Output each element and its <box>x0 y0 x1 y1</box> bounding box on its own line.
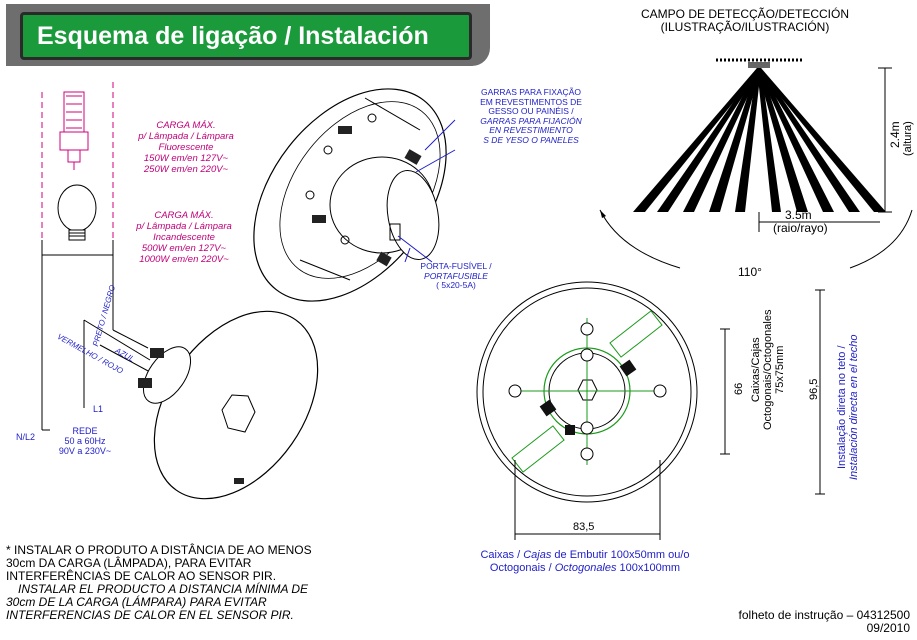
fuse-line: PORTA-FUSÍVEL / <box>420 261 492 271</box>
network-freq: 50 a 60Hz <box>64 436 106 446</box>
fuse-line: PORTAFUSIBLE <box>424 270 488 281</box>
dim-83-5: 83,5 <box>573 521 595 533</box>
detection-title-line1: CAMPO DE DETECÇÃO/DETECCIÓN <box>640 7 850 21</box>
cap-f: 100x100mm <box>616 562 681 574</box>
cap-b: Cajas <box>523 549 552 561</box>
warning-es-line1: INSTALAR EL PRODUCTO A DISTANCIA MÍNIMA … <box>18 582 309 596</box>
load-fl-line: CARGA MÁX. <box>156 120 216 131</box>
box-size-line3: 75x75mm <box>774 345 786 394</box>
fluorescent-lamp-icon <box>59 91 89 170</box>
load-inc-line: p/ Lâmpada / Lámpara <box>136 221 232 232</box>
detection-field-illustration <box>599 58 913 269</box>
box-size-line2: Octogonais/Octogonales <box>762 309 774 430</box>
dim-96-5: 96,5 <box>808 378 820 400</box>
cap-a: Caixas / <box>480 549 524 561</box>
claws-line: GARRAS PARA FIJACIÓN <box>480 115 582 126</box>
boxes-caption-line2: Octogonais / Octogonales 100x100mm <box>440 562 730 575</box>
claws-line: GARRAS PARA FIXAÇÃO <box>481 87 581 97</box>
ceiling-line2: Instalación directa en el techo <box>848 334 860 480</box>
box-size-label: Caixas/Cajas Octogonais/Octogonales 75x7… <box>750 310 786 430</box>
load-inc-line: 500W em/en 127V~ <box>141 243 227 254</box>
detection-title-line2: (ILUSTRAÇÃO/ILUSTRACIÓN) <box>660 20 830 34</box>
claws-line: GESSO OU PAINÉIS / <box>488 106 574 116</box>
boxes-caption-line1: Caixas / Cajas de Embutir 100x50mm ou/o <box>440 549 730 562</box>
network-label: REDE <box>72 426 98 436</box>
detection-angle: 110° <box>738 265 762 279</box>
fuse-line: ( 5x20-5A) <box>436 280 476 290</box>
warning-pt-line1: * INSTALAR O PRODUTO A DISTÂNCIA DE AO M… <box>6 543 312 557</box>
incandescent-bulb-icon <box>57 184 97 241</box>
claws-line: EM REVESTIMENTOS DE <box>480 96 582 107</box>
network-info: REDE 50 a 60Hz 90V a 230V~ <box>50 426 120 456</box>
footer: folheto de instrução – 04312500 09/2010 <box>660 609 910 635</box>
load-fl-line: p/ Lâmpada / Lámpara <box>138 131 234 142</box>
sensor-mounted-view <box>138 310 319 500</box>
load-fl-line: 250W em/en 220V~ <box>143 164 229 175</box>
claws-line: S DE YESO O PANELES <box>483 134 579 145</box>
load-inc-line: Incandescente <box>153 232 215 243</box>
warning-pt-line2: 30cm DA CARGA (LÂMPADA), PARA EVITAR <box>6 556 252 570</box>
sensor-top-view <box>253 88 456 302</box>
warning-es-line3: INTERFERENCIAS DE CALOR EN EL SENSOR PIR… <box>6 608 294 622</box>
l1-label: L1 <box>93 404 104 414</box>
page-title: Esquema de ligação / Instalación <box>20 12 472 60</box>
load-fl-line: 150W em/en 127V~ <box>143 153 229 164</box>
load-inc-line: CARGA MÁX. <box>154 210 214 221</box>
ceiling-line1: Instalação direta no teto / <box>836 345 848 469</box>
cap-c: de Embutir 100x50mm ou/o <box>551 549 690 561</box>
load-fl-line: Fluorescente <box>158 142 214 153</box>
footer-date: 09/2010 <box>866 621 910 635</box>
title-frame: Esquema de ligação / Instalación <box>6 4 490 66</box>
cap-e: Octogonales <box>554 562 617 574</box>
claws-note: GARRAS PARA FIXAÇÃO EM REVESTIMENTOS DE … <box>456 87 606 145</box>
ceiling-install-label: Instalação direta no teto / Instalación … <box>836 334 860 480</box>
box-size-line1: Caixas/Cajas <box>750 337 762 403</box>
dim-66: 66 <box>733 382 745 395</box>
n-l2-label: N/L2 <box>16 432 36 442</box>
load-inc-line: 1000W em/en 220V~ <box>139 254 229 265</box>
cap-d: Octogonais / <box>489 562 555 574</box>
fuse-note: PORTA-FUSÍVEL / PORTAFUSIBLE ( 5x20-5A) <box>394 261 518 291</box>
height-value: 2.4m <box>888 121 902 148</box>
height-label: (altura) <box>902 121 914 156</box>
claws-line: EN REVESTIMIENTO <box>489 125 573 135</box>
network-volt: 90V a 230V~ <box>58 446 112 456</box>
load-fluorescent: CARGA MÁX. p/ Lâmpada / Lámpara Fluoresc… <box>116 120 256 175</box>
boxes-caption: Caixas / Cajas de Embutir 100x50mm ou/o … <box>440 549 730 575</box>
detection-title: CAMPO DE DETECÇÃO/DETECCIÓN (ILUSTRAÇÃO/… <box>600 8 890 34</box>
footer-doc: folheto de instrução – 04312500 <box>738 608 910 622</box>
radius-label: (raio/rayo) <box>773 221 828 235</box>
radius-value: 3.5m <box>785 208 812 222</box>
heat-warning-note: * INSTALAR O PRODUTO A DISTÂNCIA DE AO M… <box>6 544 406 622</box>
warning-pt-line3: INTERFERÊNCIAS DE CALOR AO SENSOR PIR. <box>6 569 277 583</box>
load-incandescent: CARGA MÁX. p/ Lâmpada / Lámpara Incandes… <box>114 210 254 265</box>
warning-es-line2: 30cm DE LA CARGA (LÁMPARA) PARA EVITAR <box>6 595 267 609</box>
ceiling-mount-drawing <box>476 281 825 540</box>
